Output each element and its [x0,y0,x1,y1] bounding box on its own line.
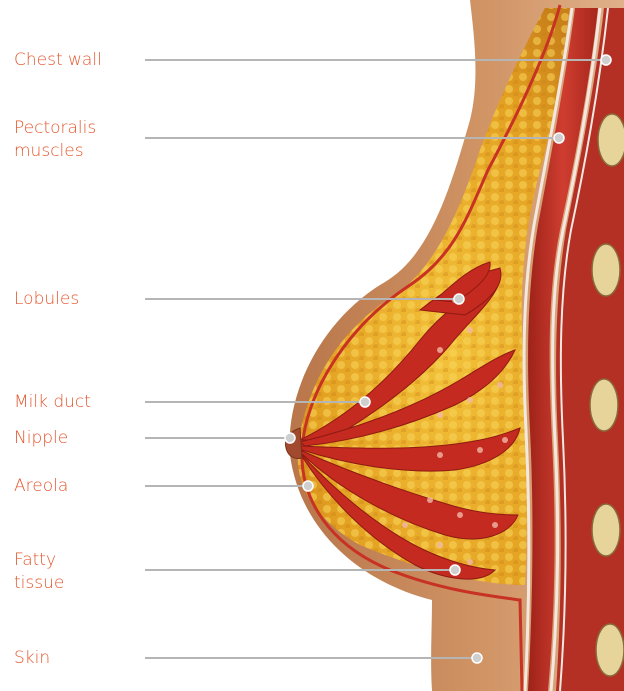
label-pectoralis-muscles: Pectoralis muscles [14,117,96,163]
label-milk-duct: Milk duct [14,391,91,414]
label-nipple: Nipple [14,427,68,450]
label-lobules: Lobules [14,288,79,311]
label-fatty-tissue: Fatty tissue [14,549,64,595]
label-chest-wall: Chest wall [14,49,102,72]
label-areola: Areola [14,475,68,498]
label-skin: Skin [14,647,50,670]
